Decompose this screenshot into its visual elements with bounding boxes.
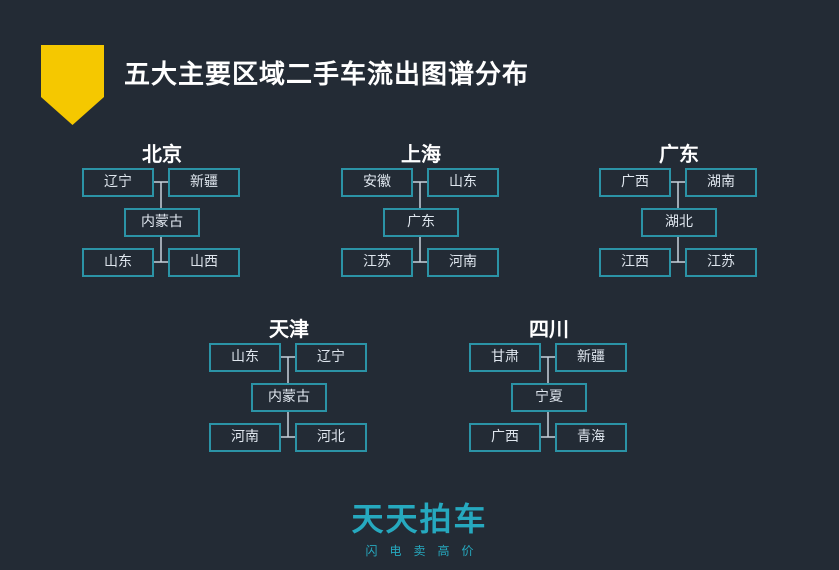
logo-name: 天天拍车 <box>351 500 488 538</box>
cluster-beijing: 北京 辽宁 新疆 内蒙古 山东 山西 <box>82 138 242 298</box>
region-node: 河南 <box>427 248 499 277</box>
brand-logo: 天天拍车 闪电卖高价 <box>0 500 839 559</box>
region-node: 辽宁 <box>82 168 154 197</box>
logo-tagline: 闪电卖高价 <box>365 544 486 558</box>
region-node: 山东 <box>209 343 281 372</box>
region-node-center: 宁夏 <box>511 383 587 412</box>
region-node-center: 广东 <box>383 208 459 237</box>
region-node: 青海 <box>555 423 627 452</box>
region-node: 江苏 <box>341 248 413 277</box>
connector-lines <box>541 356 555 438</box>
cluster-shanghai: 上海 安徽 山东 广东 江苏 河南 <box>341 138 501 298</box>
page-title: 五大主要区域二手车流出图谱分布 <box>124 60 530 90</box>
cluster-city: 广东 <box>659 142 699 166</box>
region-node-center: 内蒙古 <box>124 208 200 237</box>
connector-lines <box>154 181 168 263</box>
region-node: 河北 <box>295 423 367 452</box>
region-node: 山东 <box>427 168 499 197</box>
region-node: 河南 <box>209 423 281 452</box>
cluster-city: 四川 <box>529 317 569 341</box>
region-node: 山东 <box>82 248 154 277</box>
cluster-sichuan: 四川 甘肃 新疆 宁夏 广西 青海 <box>469 313 629 473</box>
region-node: 湖南 <box>685 168 757 197</box>
region-node: 新疆 <box>168 168 240 197</box>
connector-lines <box>671 181 685 263</box>
region-node: 广西 <box>469 423 541 452</box>
cluster-tianjin: 天津 山东 辽宁 内蒙古 河南 河北 <box>209 313 369 473</box>
cluster-city: 天津 <box>269 317 309 341</box>
bookmark-badge-icon <box>41 45 104 125</box>
region-node: 江西 <box>599 248 671 277</box>
region-node: 广西 <box>599 168 671 197</box>
region-node: 安徽 <box>341 168 413 197</box>
region-node: 江苏 <box>685 248 757 277</box>
region-node: 新疆 <box>555 343 627 372</box>
region-node: 辽宁 <box>295 343 367 372</box>
region-node: 甘肃 <box>469 343 541 372</box>
cluster-city: 北京 <box>142 142 182 166</box>
cluster-city: 上海 <box>401 142 441 166</box>
region-node-center: 内蒙古 <box>251 383 327 412</box>
connector-lines <box>281 356 295 438</box>
connector-lines <box>413 181 427 263</box>
cluster-guangdong: 广东 广西 湖南 湖北 江西 江苏 <box>599 138 759 298</box>
region-node: 山西 <box>168 248 240 277</box>
region-node-center: 湖北 <box>641 208 717 237</box>
